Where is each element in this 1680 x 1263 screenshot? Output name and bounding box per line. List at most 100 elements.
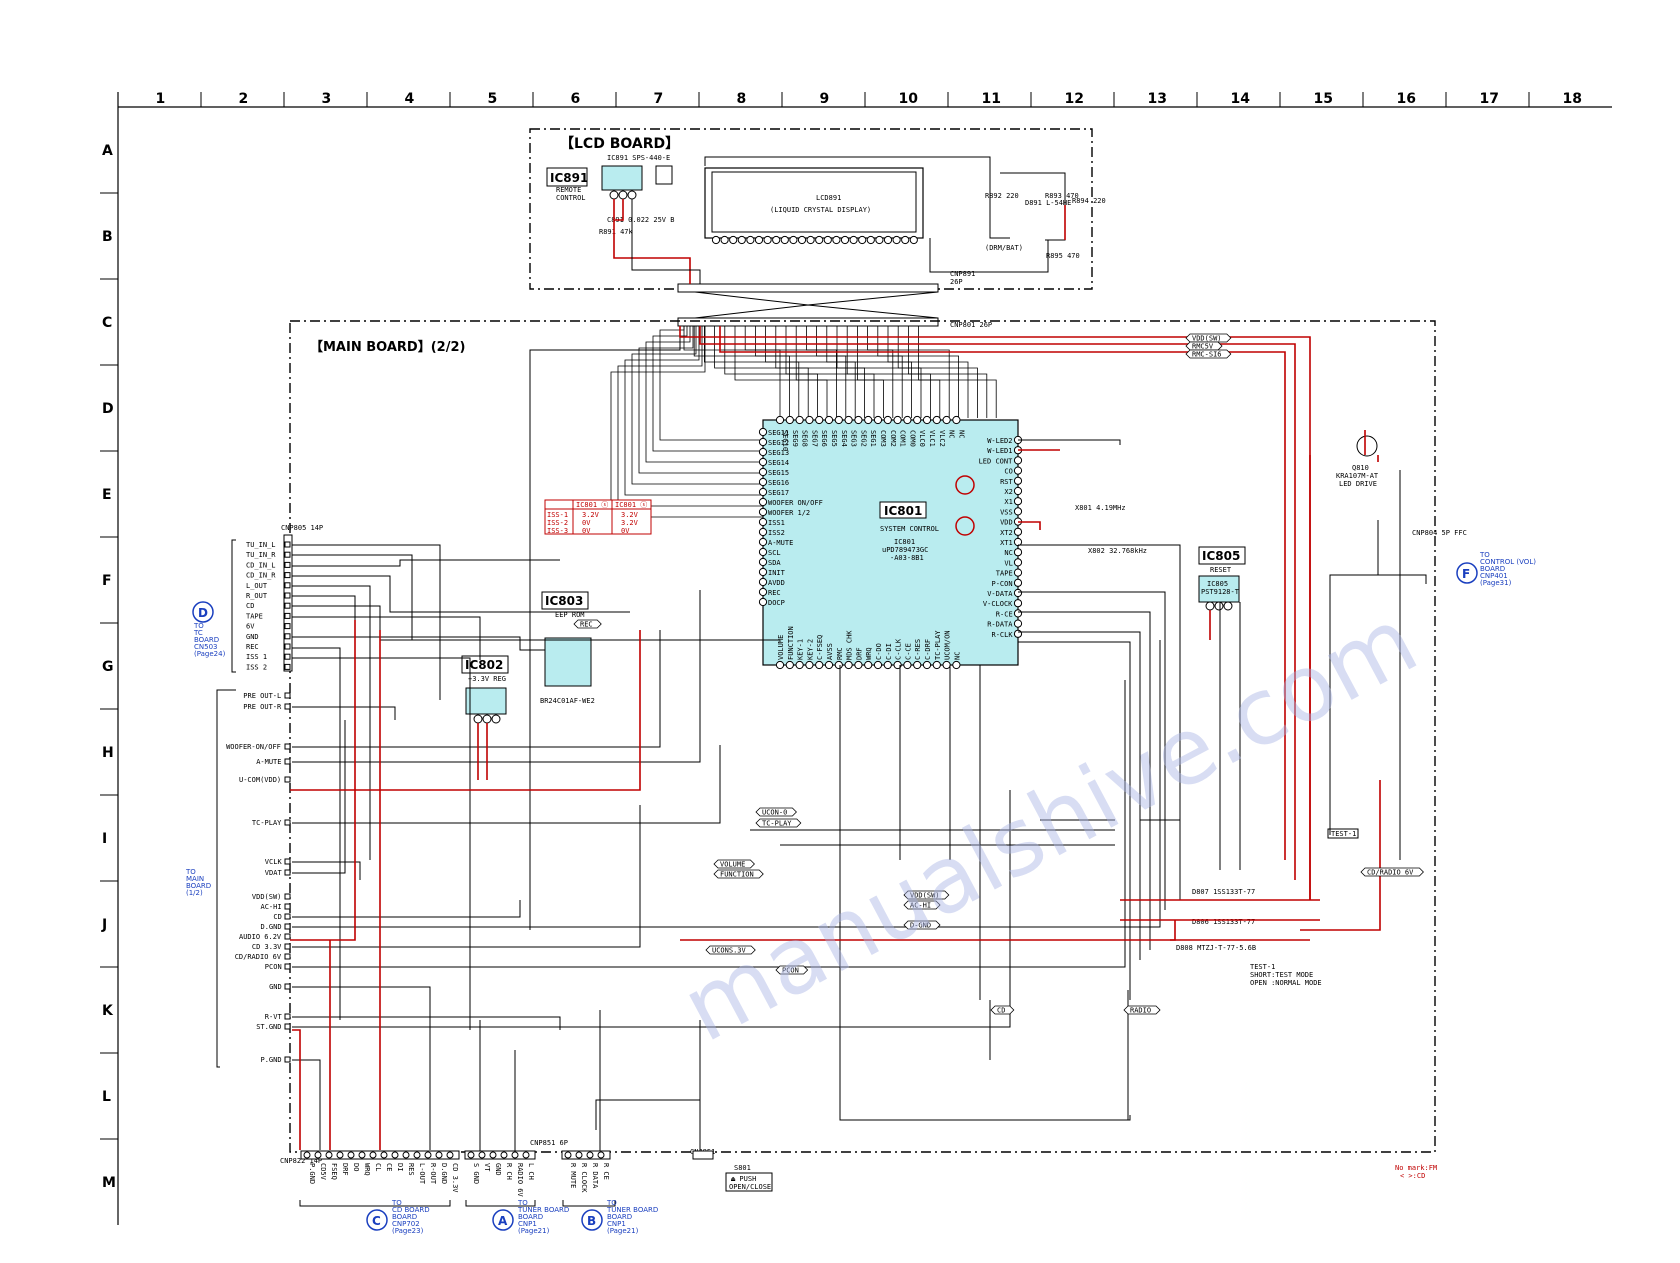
cnp822-connector — [300, 1150, 460, 1160]
connector-pin — [284, 743, 291, 750]
bottom-pin — [391, 1151, 399, 1159]
row-label: C — [102, 315, 112, 331]
bottom-pin — [424, 1151, 432, 1159]
bus-net-label: CD/RADIO 6V — [1360, 867, 1424, 877]
cnp851-label: CNP851 6P — [530, 1139, 568, 1147]
seg-wire — [659, 326, 763, 441]
b-connector — [561, 1150, 611, 1160]
wire — [292, 706, 396, 720]
ic801-pin — [815, 415, 824, 425]
d-ref-text: BOARD — [194, 636, 219, 644]
d-ref-text: CN503 — [194, 643, 218, 651]
ic801-left-pins: SEG11SEG12SEG13SEG14SEG15SEG16SEG17WOOFE… — [758, 427, 823, 607]
x801-label: X801 4.19MHz — [1075, 504, 1126, 512]
d-ref-text: TO — [193, 622, 204, 630]
ref-circle-d: D — [198, 606, 208, 620]
wire — [292, 636, 545, 651]
column-label: 8 — [737, 91, 747, 107]
ic801-pin-label: VOLUME — [777, 635, 785, 660]
lcd-pin — [840, 235, 850, 245]
wire — [529, 326, 681, 930]
bottom-pin-label: DO — [352, 1163, 360, 1171]
ic801-pin — [785, 415, 794, 425]
lcd-pin — [866, 235, 875, 245]
bottom-ref-text: CNP1 — [518, 1220, 537, 1228]
bus-wire — [775, 326, 865, 418]
ic801-pin — [1013, 466, 1023, 475]
ic801-pin — [795, 415, 804, 425]
ic801-pin — [893, 415, 902, 425]
bus-net-label: VOLUME — [713, 859, 755, 869]
connector-pin — [284, 582, 291, 589]
main-connector-pin-label: VDAT — [265, 869, 283, 877]
ic891-label-box — [546, 167, 588, 187]
d808-label: D808 MTZJ-T-77-5.6B — [1176, 944, 1256, 952]
main-connector-pin-label: CD 3.3V — [252, 943, 282, 951]
wire — [292, 986, 431, 1150]
ic801-pin — [775, 415, 785, 425]
ic801-pin — [1013, 537, 1023, 547]
connector-pin — [284, 893, 291, 900]
ic801-pin — [815, 660, 824, 670]
column-label: 6 — [571, 91, 581, 107]
bottom-pin-label: S GND — [472, 1163, 480, 1184]
ic801-pin-label: SEG5 — [830, 430, 838, 447]
lcd-pin — [729, 235, 738, 245]
bus-net-text: RADIO — [1130, 1007, 1151, 1015]
ic801-pin-label: DRF — [855, 647, 863, 660]
ic801-pin — [834, 660, 843, 670]
ic801-desc: SYSTEM CONTROL — [880, 525, 939, 533]
connector-pin — [284, 633, 291, 640]
ic801-pin — [883, 660, 892, 670]
test-open: OPEN :NORMAL MODE — [1250, 979, 1322, 987]
ic801-pin — [903, 660, 912, 670]
bottom-ref-text: TUNER BOARD — [517, 1206, 569, 1214]
connector-pin — [284, 592, 291, 599]
bottom-pin — [380, 1151, 388, 1159]
ic801-pin — [932, 415, 941, 425]
ic801-pin — [758, 487, 768, 497]
cnp801-ref: CNP801 26P — [950, 321, 992, 329]
ic801-pin-label: NC — [953, 652, 961, 660]
ic805-part-1: IC805 — [1207, 580, 1228, 588]
ic801-pin — [1013, 629, 1023, 638]
ic801-pin-label: SEG2 — [859, 430, 867, 447]
ic801-pin — [824, 415, 834, 425]
legend-cell: ISS-1 — [547, 511, 568, 519]
ic801-pin-label: SEG10 — [781, 430, 789, 451]
bus-net-label: UCON-0 — [755, 807, 797, 817]
ic801-pin — [758, 567, 768, 577]
bus-net-text: VOLUME — [720, 861, 745, 869]
ic801-pin-label: SEG8 — [801, 430, 809, 447]
ic801-pin — [1013, 568, 1023, 577]
bottom-ref-text: (Page23) — [392, 1227, 424, 1235]
legend-box — [544, 499, 652, 535]
main-connector-pin-label: VCLK — [265, 858, 283, 866]
wire — [839, 665, 1131, 1121]
ic801-pin-label: KEY-1 — [797, 639, 805, 660]
bus-net-text: CD — [997, 1007, 1005, 1015]
ic801-pin — [913, 415, 922, 425]
legend-cell: ISS-2 — [547, 519, 568, 527]
power-wire — [290, 620, 356, 941]
d-connector-pin-label: REC — [246, 643, 259, 651]
ref-circle-b: B — [587, 1214, 596, 1228]
wire — [1018, 631, 1141, 960]
bus-net-labels: VDD(SW)RMC5VRMC-SI6UCON-0TC-PLAYVOLUMEFU… — [573, 333, 1424, 1015]
bottom-pin-label: P.GND — [308, 1163, 316, 1184]
bottom-pin-label: DRF — [341, 1163, 349, 1176]
main-ref-text: (1/2) — [186, 889, 203, 897]
connector-pin — [284, 541, 291, 548]
ic801-pin — [873, 660, 883, 670]
legend-header: IC801 ⓢ — [615, 501, 647, 509]
ic801-pin — [1013, 527, 1023, 536]
lcd-pin — [901, 235, 910, 245]
ic801-pin — [854, 660, 863, 670]
connector-pin — [284, 551, 291, 558]
ic801-pin — [758, 577, 768, 587]
ic801-pin — [903, 415, 912, 425]
ic805-desc: RESET — [1210, 566, 1232, 574]
ic801-pin-label: VLC2 — [938, 430, 946, 447]
ic801-pin-label: SEG4 — [840, 430, 848, 447]
